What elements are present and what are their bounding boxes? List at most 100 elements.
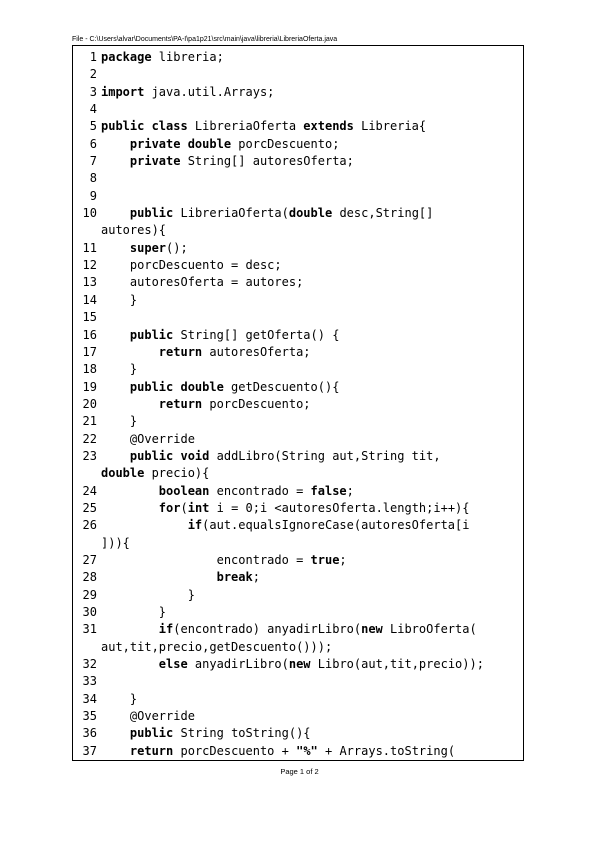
code-line: 32 else anyadirLibro(new Libro(aut,tit,p… [73,656,523,673]
code-line: 2 [73,66,523,83]
code-token [101,744,130,758]
code-token [101,449,130,463]
line-number: 28 [82,570,97,585]
line-number: 31 [82,622,97,637]
line-number: 6 [89,136,97,151]
line-code: } [101,361,137,378]
line-number: 22 [82,431,97,446]
line-code: autoresOferta = autores; [101,274,303,291]
code-token [101,154,130,168]
code-token: aut,tit,precio,getDescuento())); [101,639,333,654]
code-token: desc,String[] [332,206,434,221]
code-token: i = 0;i <autoresOferta.length;i++){ [209,500,470,515]
code-token: } [101,362,138,377]
line-code-continuation: double precio){ [101,465,209,482]
code-token: Libreria{ [353,119,427,134]
line-number: 21 [82,414,97,429]
code-line: 6 private double porcDescuento; [73,136,523,153]
code-line: double precio){ [73,465,523,482]
line-number: 35 [82,709,97,724]
code-token [101,501,159,515]
keyword-token: double [101,466,145,481]
line-code-continuation: ])){ [101,535,130,552]
code-token: (encontrado) anyadirLibro( [173,622,362,637]
code-line: 4 [73,101,523,118]
code-line: 16 public String[] getOferta() { [73,327,523,344]
code-token [101,570,217,584]
keyword-token: extends [303,119,354,134]
line-code: public double getDescuento(){ [101,379,340,396]
line-code: } [101,587,195,604]
code-token: java.util.Arrays; [144,84,275,99]
code-line: 21 } [73,413,523,430]
keyword-token: if [187,518,203,533]
line-number: 14 [82,292,97,307]
code-token: porcDescuento = desc; [101,258,282,273]
line-number: 30 [82,605,97,619]
code-line: aut,tit,precio,getDescuento())); [73,639,523,656]
code-token: ; [339,552,347,567]
code-line: ])){ [73,535,523,552]
line-number: 16 [82,327,97,342]
code-token: } [101,691,138,706]
keyword-token: package [101,50,152,64]
line-code: @Override [101,708,195,725]
code-token: porcDescuento + [173,743,297,758]
page-number-footer: Page 1 of 2 [280,767,319,776]
line-code: break; [101,569,260,586]
keyword-token: true [310,552,340,567]
code-token: autoresOferta; [202,344,311,359]
code-line: 26 if(aut.equalsIgnoreCase(autoresOferta… [73,517,523,534]
code-token: libreria; [151,50,224,64]
code-line: 24 boolean encontrado = false; [73,483,523,500]
code-token [101,380,130,394]
code-line: 7 private String[] autoresOferta; [73,153,523,170]
code-token: } [101,414,138,429]
code-token: ; [346,483,354,498]
code-line: 9 [73,188,523,205]
line-number: 11 [82,240,97,255]
keyword-token: super [129,240,167,255]
code-line: 18 } [73,361,523,378]
line-code: boolean encontrado = false; [101,483,354,500]
line-code: public String toString(){ [101,725,311,742]
line-code: } [101,691,137,708]
line-number: 15 [82,310,97,325]
code-token: ])){ [101,535,130,550]
code-line: 23 public void addLibro(String aut,Strin… [73,448,523,465]
keyword-token: if [158,622,174,637]
code-line: 19 public double getDescuento(){ [73,379,523,396]
code-token: addLibro(String aut,String tit, [209,448,441,463]
code-token [101,328,130,342]
code-token: String toString(){ [173,726,311,741]
code-token: porcDescuento; [202,396,311,411]
code-line: 31 if(encontrado) anyadirLibro(new Libro… [73,621,523,638]
keyword-token: boolean [158,483,210,498]
keyword-token: public [129,726,174,741]
file-path-header: File - C:\Users\alvar\Documents\PA-I\pa1… [72,36,338,43]
code-line: 10 public LibreriaOferta(double desc,Str… [73,205,523,222]
line-number: 17 [82,344,97,359]
code-token: ; [252,570,260,585]
code-line: 14 } [73,292,523,309]
line-number: 32 [82,657,97,672]
line-code: private double porcDescuento; [101,136,340,153]
line-number: 4 [89,102,97,117]
code-line: 13 autoresOferta = autores; [73,274,523,291]
line-code: return porcDescuento + "%" + Arrays.toSt… [101,743,455,760]
line-code: public LibreriaOferta(double desc,String… [101,205,433,222]
code-token: String[] getOferta() { [173,327,340,342]
code-token: getDescuento(){ [223,379,340,394]
line-number: 26 [82,518,97,533]
line-number: 33 [82,674,97,689]
line-code: if(encontrado) anyadirLibro(new LibroOfe… [101,621,477,638]
line-code: else anyadirLibro(new Libro(aut,tit,prec… [101,656,484,673]
code-token: LibreriaOferta [187,119,304,134]
keyword-token: double [288,206,333,221]
keyword-token: public double [129,379,224,394]
line-number: 13 [82,275,97,290]
